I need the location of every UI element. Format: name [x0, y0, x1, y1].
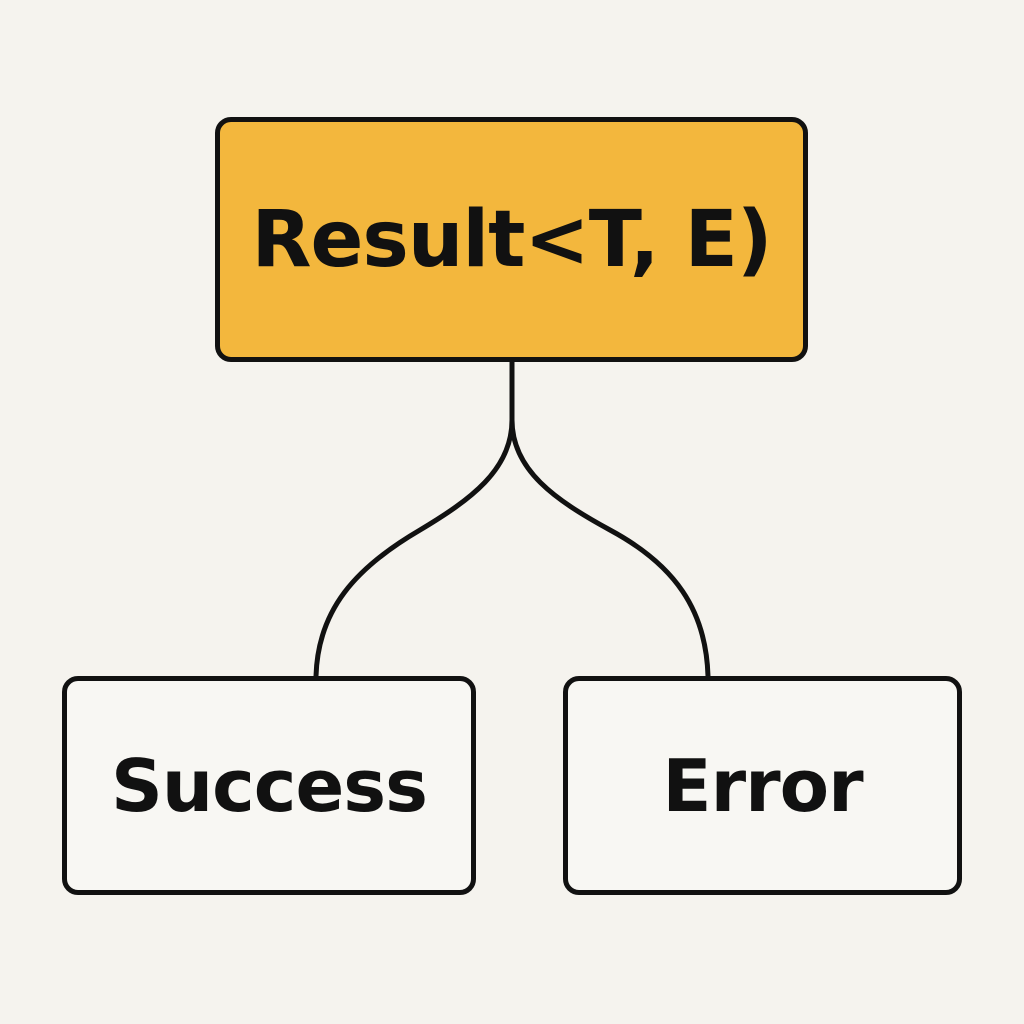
success-label: Success — [110, 743, 428, 828]
error-label: Error — [662, 743, 863, 828]
success-node: Success — [62, 676, 476, 895]
connector-to-error — [509, 359, 711, 679]
result-type-node: Result<T, E) — [215, 117, 808, 362]
error-node: Error — [563, 676, 962, 895]
connector-to-success — [313, 359, 515, 679]
result-type-label: Result<T, E) — [251, 194, 772, 285]
